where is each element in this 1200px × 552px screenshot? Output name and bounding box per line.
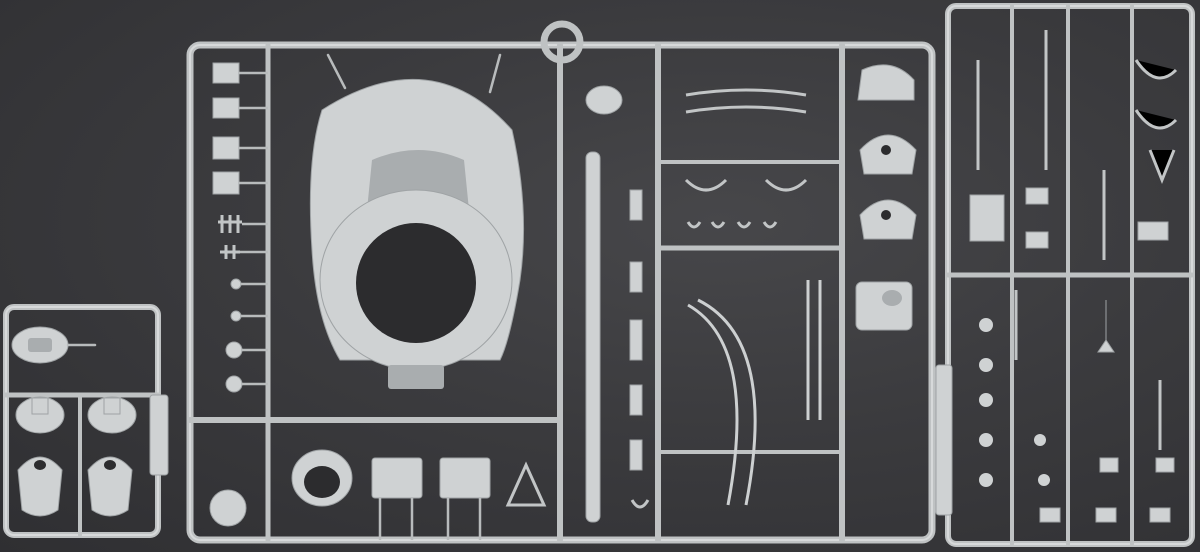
- turret-shell-part: [309, 53, 525, 389]
- left-sprue-part-cupola-1: [15, 396, 65, 434]
- upper-middle-rods: [684, 88, 808, 229]
- hatch-disc: [209, 489, 247, 527]
- right-sprue-small-parts: [969, 30, 1178, 523]
- left-sprue-part-shell-2: [87, 456, 133, 517]
- left-sprue-tag: [149, 394, 169, 476]
- center-sprue: [186, 20, 936, 544]
- center-left-column-parts: [209, 62, 268, 527]
- center-right-column-parts: [855, 64, 917, 331]
- right-sprue: [935, 3, 1195, 547]
- left-sprue: [3, 304, 169, 538]
- right-sprue-tag: [935, 364, 953, 516]
- left-sprue-part-mantlet: [11, 326, 97, 364]
- gun-barrel-part: [585, 85, 623, 523]
- arc-rail-parts: [687, 280, 822, 506]
- left-sprue-part-cupola-2: [87, 396, 137, 434]
- left-sprue-part-shell-1: [17, 456, 63, 517]
- center-mid-column-parts: [629, 189, 650, 509]
- center-bottom-parts: [291, 449, 547, 540]
